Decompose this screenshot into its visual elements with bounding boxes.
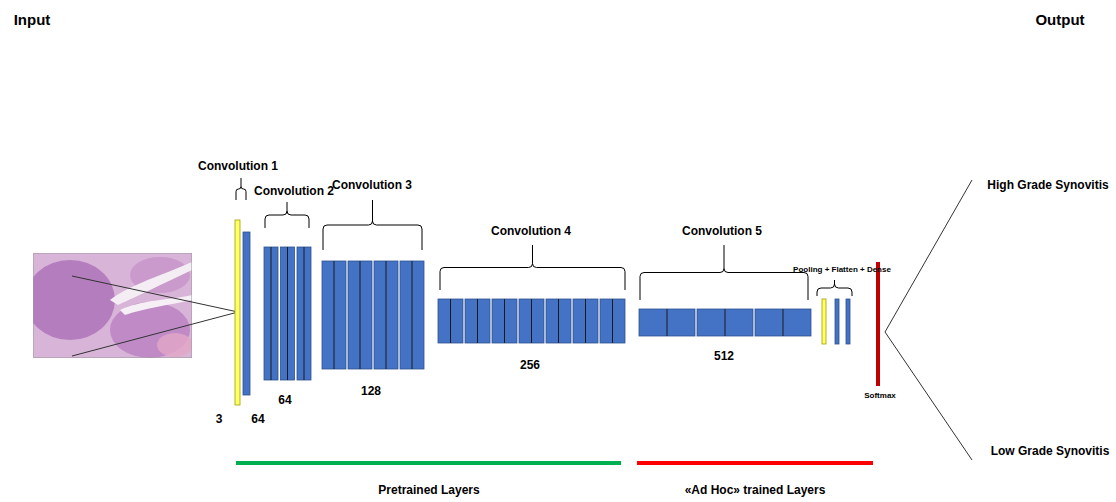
layer-block (546, 299, 571, 343)
channel-count: 64 (278, 394, 291, 407)
layer-bracket (640, 245, 808, 300)
layer-block (573, 299, 598, 343)
layer-label: Convolution 3 (332, 179, 412, 192)
layer-bracket (236, 178, 246, 200)
layer-block (374, 261, 398, 369)
layer-block (400, 261, 424, 369)
layer-block (519, 299, 544, 343)
layer-bracket (440, 245, 625, 290)
layer-bracket (817, 280, 852, 296)
layer-block (348, 261, 372, 369)
layer-block (281, 247, 295, 380)
io-heading: Input (14, 12, 51, 29)
layer-block (492, 299, 517, 343)
layer-bracket (265, 202, 309, 228)
layer-label: Pooling + Flatten + Dense (793, 266, 891, 275)
io-heading: Output (1035, 12, 1084, 29)
layer-bracket (323, 200, 422, 250)
layer-block (264, 247, 278, 380)
layer-block (639, 309, 695, 336)
layer-label: Convolution 5 (682, 225, 762, 238)
layer-block (465, 299, 490, 343)
layer-block (322, 261, 346, 369)
layer-label: Convolution 1 (198, 160, 278, 173)
histology-image (33, 253, 192, 358)
channel-count: 256 (520, 359, 540, 372)
layer-label: Softmax (864, 392, 896, 401)
layer-label: Convolution 2 (254, 185, 334, 198)
layer-block (438, 299, 463, 343)
layer-block (755, 309, 811, 336)
channel-count: 128 (361, 385, 381, 398)
channel-count: 512 (714, 350, 734, 363)
layer-block (697, 309, 753, 336)
class-label: Low Grade Synovitis (991, 445, 1110, 458)
channel-count: 3 (216, 413, 223, 426)
section-label: Pretrained Layers (378, 484, 479, 497)
class-label: High Grade Synovitis (987, 179, 1108, 192)
section-label: «Ad Hoc» trained Layers (685, 484, 826, 497)
channel-count: 64 (251, 413, 264, 426)
layer-label: Convolution 4 (491, 225, 571, 238)
layer-block (600, 299, 625, 343)
layer-block (297, 247, 311, 380)
